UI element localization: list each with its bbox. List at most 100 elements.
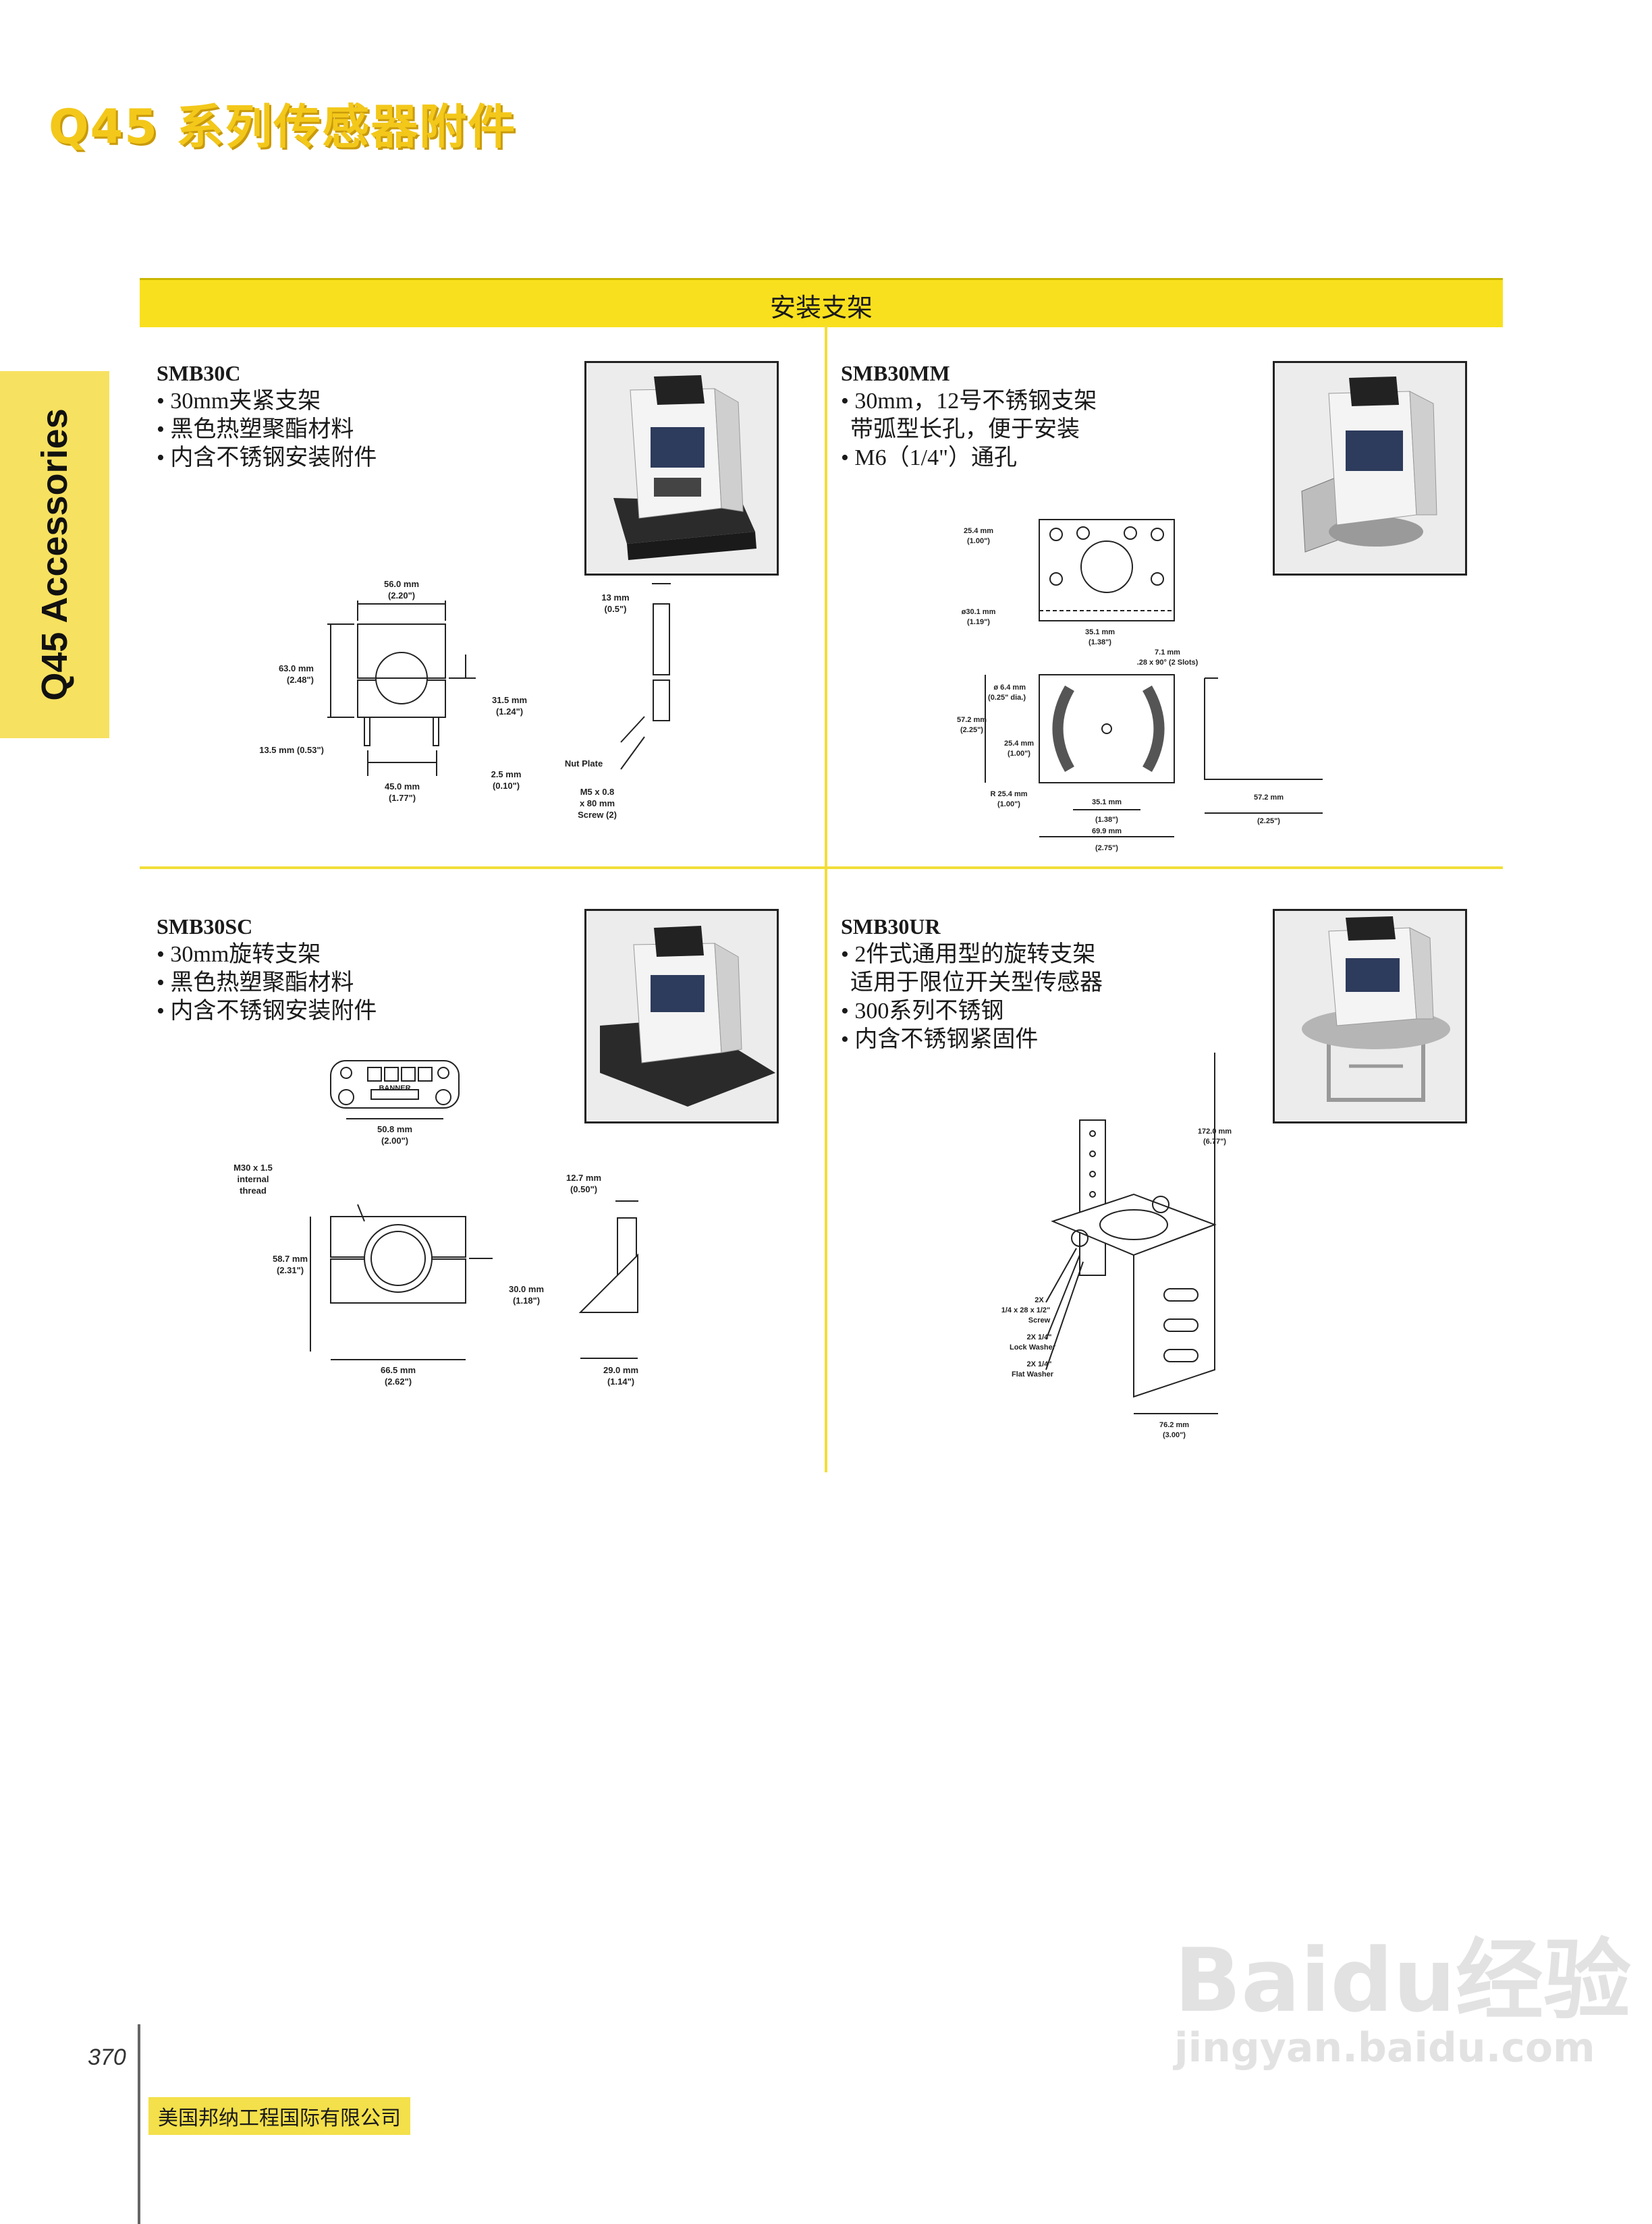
dim-label: (2.20") — [388, 590, 415, 601]
side-tab-label: Q45 Accessories — [34, 408, 75, 701]
dim-label: R 25.4 mm — [990, 790, 1027, 798]
product-photo-smb30mm — [1273, 361, 1467, 576]
dim-label: 2X 1/4" — [1026, 1360, 1051, 1368]
page-title: Q45 系列传感器附件 — [49, 99, 517, 155]
feature-item: 带弧型长孔，便于安装 — [850, 417, 1080, 442]
feature-item: • M6（1/4"）通孔 — [841, 445, 1017, 470]
dim-label: 50.8 mm — [377, 1124, 412, 1134]
dim-label: 1/4 x 28 x 1/2" — [1001, 1306, 1051, 1314]
dim-label: (1.38") — [1095, 816, 1118, 824]
dim-label: (0.10") — [493, 781, 520, 791]
dim-label: Lock Washer — [1010, 1343, 1056, 1352]
feature-item: 适用于限位开关型传感器 — [850, 970, 1103, 995]
feature-item: • 内含不锈钢安装附件 — [157, 999, 377, 1024]
dim-label: (1.14") — [607, 1377, 634, 1387]
dim-label: (0.5") — [605, 604, 627, 614]
feature-item: • 30mm，12号不锈钢支架 — [841, 389, 1097, 414]
row-divider — [140, 866, 1503, 869]
dim-label: (3.00") — [1163, 1431, 1186, 1439]
dim-label: (2.31") — [277, 1265, 304, 1275]
feature-list: • 30mm夹紧支架 • 黑色热塑聚酯材料 • 内含不锈钢安装附件 — [157, 387, 377, 472]
dim-label: 35.1 mm — [1085, 628, 1115, 636]
dim-label: ø30.1 mm — [962, 608, 996, 616]
footer-rule — [138, 2024, 140, 2224]
dim-label: (1.00") — [1008, 750, 1030, 758]
dim-label: 56.0 mm — [384, 579, 419, 589]
product-smb30c-info: SMB30C • 30mm夹紧支架 • 黑色热塑聚酯材料 • 内含不锈钢安装附件 — [157, 359, 377, 472]
brand-label: BANNER — [379, 1084, 410, 1092]
dim-label: 7.1 mm — [1155, 648, 1180, 657]
dim-label: Flat Washer — [1012, 1370, 1054, 1379]
dimension-drawing-smb30sc: BANNER 50.8 mm (2.00") M30 x 1.5 interna… — [233, 1060, 638, 1387]
dim-label: (0.50") — [570, 1184, 597, 1194]
dim-label: 31.5 mm — [492, 695, 527, 705]
product-code: SMB30SC — [157, 914, 253, 939]
dim-label: 30.0 mm — [509, 1284, 544, 1294]
sensor-photo — [586, 363, 777, 574]
sensor-photo — [1275, 911, 1465, 1121]
dim-label: x 80 mm — [580, 798, 615, 808]
watermark: Baidu经验 jingyan.baidu.com — [1174, 1937, 1631, 2072]
dim-label: 57.2 mm — [957, 716, 987, 724]
feature-item: • 2件式通用型的旋转支架 — [841, 942, 1096, 967]
dim-label: Screw (2) — [578, 810, 617, 820]
dim-label: M30 x 1.5 — [233, 1163, 273, 1173]
sensor-photo — [586, 911, 777, 1121]
feature-item: • 黑色热塑聚酯材料 — [157, 417, 354, 442]
watermark-url: jingyan.baidu.com — [1174, 2024, 1595, 2072]
dim-label: 25.4 mm — [964, 527, 993, 535]
dim-label: 2.5 mm — [491, 769, 522, 779]
dim-label: (1.38") — [1089, 638, 1111, 646]
page-number: 370 — [88, 2045, 126, 2070]
feature-item: • 内含不锈钢安装附件 — [157, 445, 377, 470]
dim-label: (2.62") — [385, 1377, 412, 1387]
dim-label: 2X — [1035, 1296, 1044, 1304]
dim-label: Screw — [1028, 1316, 1051, 1325]
dim-label: 12.7 mm — [566, 1173, 601, 1183]
dimension-drawing-smb30ur: 172.0 mm (6.77") 2X 1/4 x 28 x 1/2" Scre… — [1001, 1053, 1232, 1439]
dim-label: 76.2 mm — [1159, 1421, 1189, 1429]
product-smb30sc-info: SMB30SC • 30mm旋转支架 • 黑色热塑聚酯材料 • 内含不锈钢安装附… — [157, 912, 377, 1026]
dim-label: 13 mm — [601, 592, 629, 603]
dim-label: thread — [240, 1186, 267, 1196]
feature-item: • 30mm旋转支架 — [157, 942, 321, 967]
dim-label: (2.00") — [381, 1136, 408, 1146]
product-code: SMB30C — [157, 361, 241, 385]
product-photo-smb30sc — [584, 909, 779, 1123]
product-smb30mm-info: SMB30MM • 30mm，12号不锈钢支架 带弧型长孔，便于安装 • M6（… — [841, 359, 1097, 472]
dim-label: (2.25") — [960, 726, 983, 734]
product-code: SMB30MM — [841, 361, 950, 385]
column-divider — [825, 325, 827, 1472]
dim-label: 69.9 mm — [1092, 827, 1122, 835]
dim-label: M5 x 0.8 — [580, 787, 615, 797]
dim-label: (0.25" dia.) — [988, 694, 1026, 702]
product-photo-smb30ur — [1273, 909, 1467, 1123]
dim-label: (1.18") — [513, 1296, 540, 1306]
product-code: SMB30UR — [841, 914, 941, 939]
dim-label: 29.0 mm — [603, 1365, 638, 1375]
dimension-drawing-smb30c: 56.0 mm (2.20") 63.0 mm (2.48") 31.5 mm … — [259, 579, 671, 820]
section-title: 安装支架 — [769, 293, 873, 323]
watermark-brand: Baidu经验 — [1174, 1929, 1631, 2032]
dim-label: 2X 1/4" — [1026, 1333, 1051, 1341]
feature-list: • 30mm，12号不锈钢支架 带弧型长孔，便于安装 • M6（1/4"）通孔 — [841, 387, 1097, 472]
feature-item: • 300系列不锈钢 — [841, 999, 1004, 1024]
dim-label: 25.4 mm — [1004, 740, 1034, 748]
feature-list: • 2件式通用型的旋转支架 适用于限位开关型传感器 • 300系列不锈钢 • 内… — [841, 941, 1103, 1054]
dim-label: (2.25") — [1257, 817, 1280, 825]
dim-label: internal — [238, 1174, 269, 1184]
feature-item: • 30mm夹紧支架 — [157, 389, 321, 414]
dim-label: ø 6.4 mm — [993, 684, 1026, 692]
dim-label: 63.0 mm — [279, 663, 314, 673]
dim-label: Nut Plate — [565, 758, 603, 769]
dim-label: 13.5 mm (0.53") — [259, 745, 324, 755]
dim-label: (1.77") — [389, 793, 416, 803]
product-smb30ur-info: SMB30UR • 2件式通用型的旋转支架 适用于限位开关型传感器 • 300系… — [841, 912, 1103, 1054]
feature-item: • 内含不锈钢紧固件 — [841, 1027, 1039, 1052]
dim-label: 45.0 mm — [385, 781, 420, 791]
dim-label: 172.0 mm — [1198, 1128, 1232, 1136]
dim-label: (1.19") — [967, 618, 990, 626]
dim-label: (1.00") — [997, 800, 1020, 808]
dim-label: 35.1 mm — [1092, 798, 1122, 806]
dim-label: (1.24") — [496, 706, 523, 717]
